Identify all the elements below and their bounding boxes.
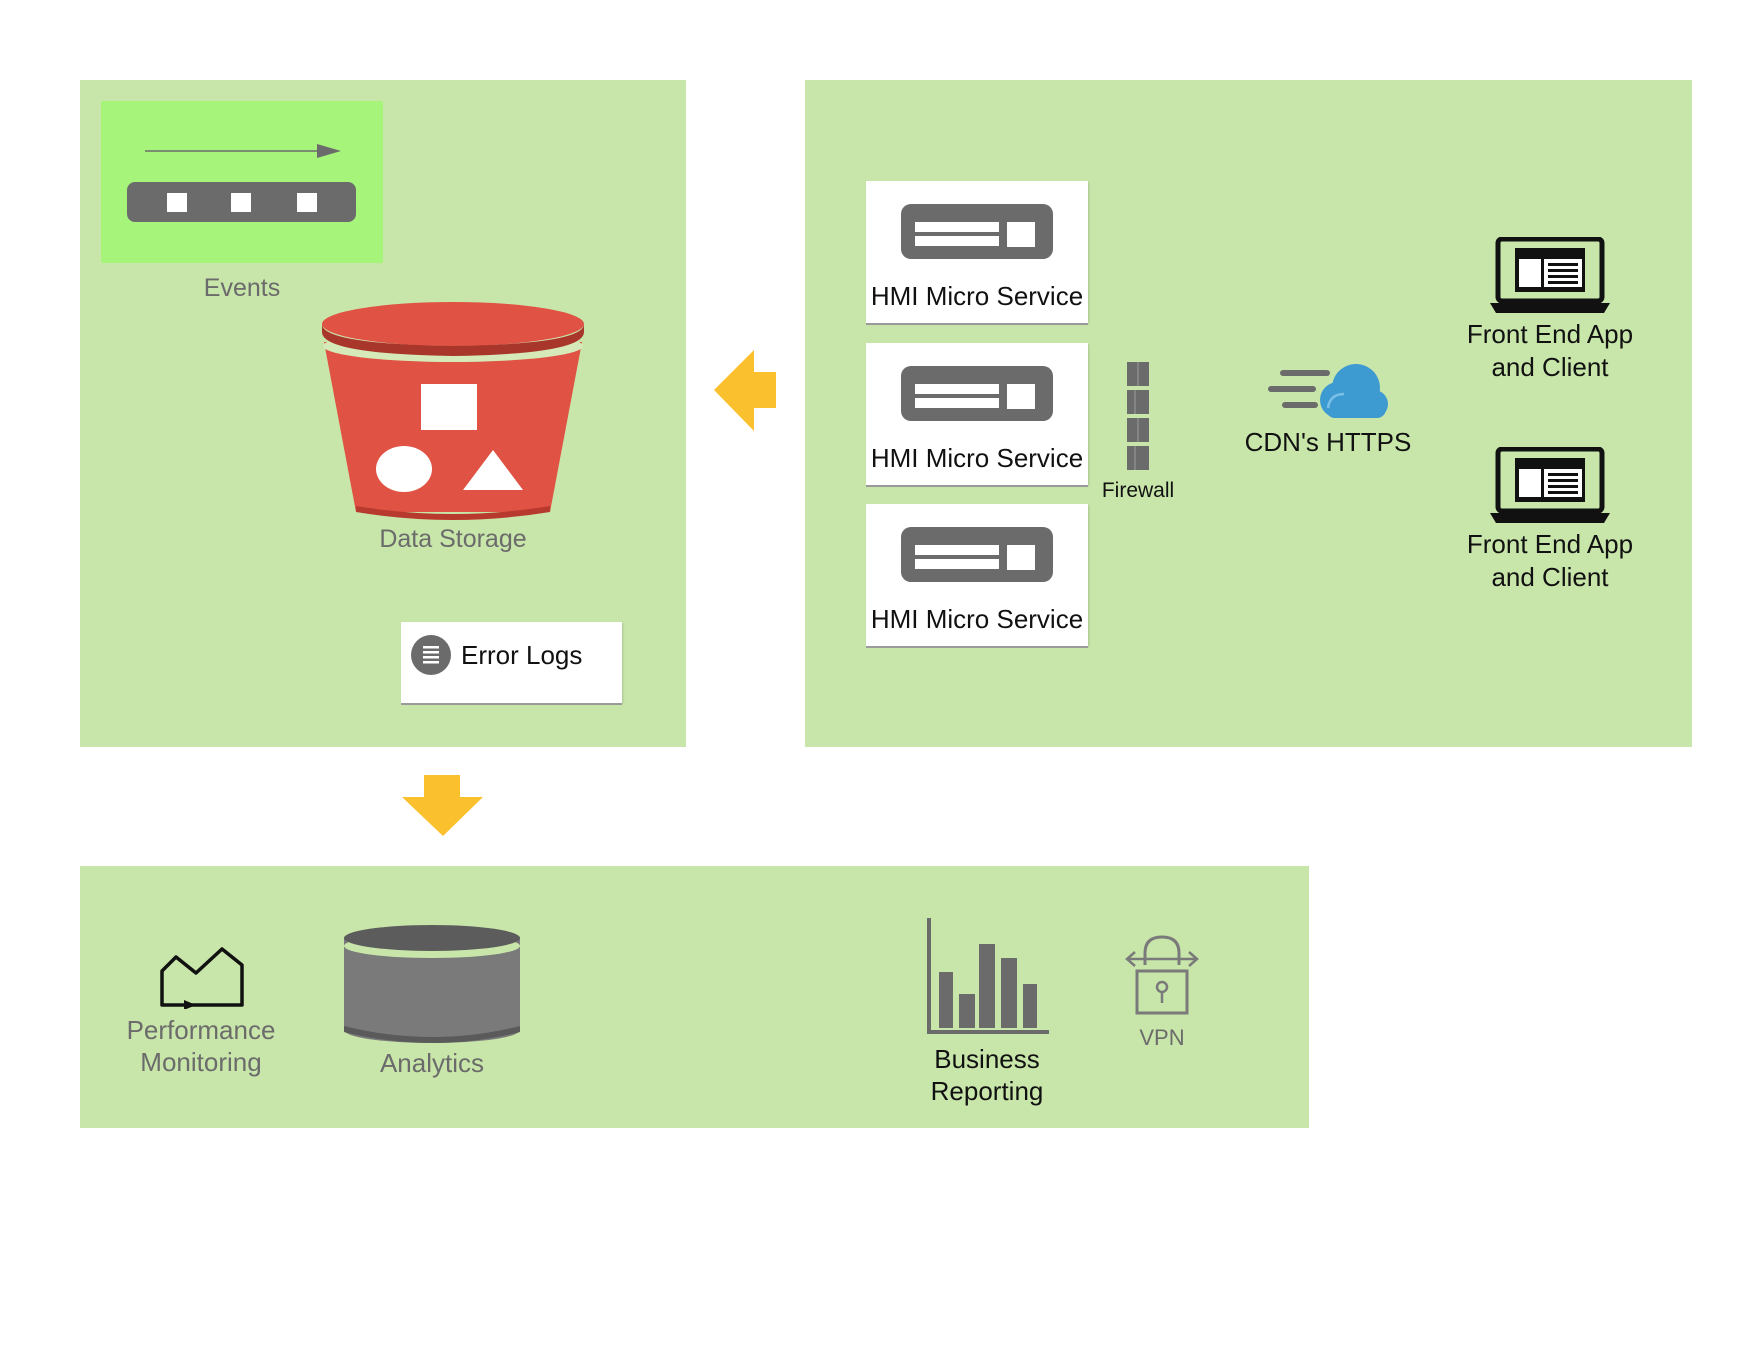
service-label: HMI Micro Service <box>870 604 1084 634</box>
client-label-line1: Front End App <box>1466 319 1634 349</box>
laptop-icon <box>1490 237 1610 313</box>
database-icon <box>344 925 520 1043</box>
service-label: HMI Micro Service <box>870 281 1084 311</box>
analytics-label: Analytics <box>379 1048 485 1078</box>
line-graph-icon <box>160 947 244 1009</box>
error-logs-label: Error Logs <box>461 640 583 670</box>
lock-icon <box>1125 935 1199 1015</box>
business-label-line1: Business <box>934 1044 1040 1074</box>
firewall-icon <box>1127 362 1149 470</box>
performance-label-line1: Performance <box>126 1015 276 1045</box>
service-card[interactable]: HMI Micro Service <box>866 181 1088 323</box>
performance-label-line2: Monitoring <box>140 1047 262 1077</box>
event-stream-icon <box>127 144 356 222</box>
client-label-line1: Front End App <box>1466 529 1634 559</box>
arrow-down-icon <box>402 775 483 836</box>
firewall-label: Firewall <box>1101 479 1175 502</box>
events-box <box>101 101 383 263</box>
server-icon <box>901 527 1053 582</box>
laptop-icon <box>1490 447 1610 523</box>
cloud-icon <box>1268 364 1388 418</box>
vpn-label: VPN <box>1139 1025 1185 1050</box>
business-label-line2: Reporting <box>930 1076 1044 1106</box>
log-list-icon <box>411 635 451 675</box>
error-logs-card[interactable]: Error Logs <box>401 622 622 703</box>
cdn-label: CDN's HTTPS <box>1244 427 1412 457</box>
storage-bucket-icon <box>322 302 584 520</box>
service-card[interactable]: HMI Micro Service <box>866 504 1088 646</box>
client-label-line2: and Client <box>1491 352 1609 382</box>
service-card[interactable]: HMI Micro Service <box>866 343 1088 485</box>
analytics-panel <box>80 866 1309 1128</box>
data-storage-label: Data Storage <box>379 525 527 553</box>
server-icon <box>901 204 1053 259</box>
client-label-line2: and Client <box>1491 562 1609 592</box>
server-icon <box>901 366 1053 421</box>
bar-chart-icon <box>927 918 1049 1034</box>
events-label: Events <box>203 274 281 302</box>
service-label: HMI Micro Service <box>870 443 1084 473</box>
arrow-left-icon <box>714 350 776 431</box>
